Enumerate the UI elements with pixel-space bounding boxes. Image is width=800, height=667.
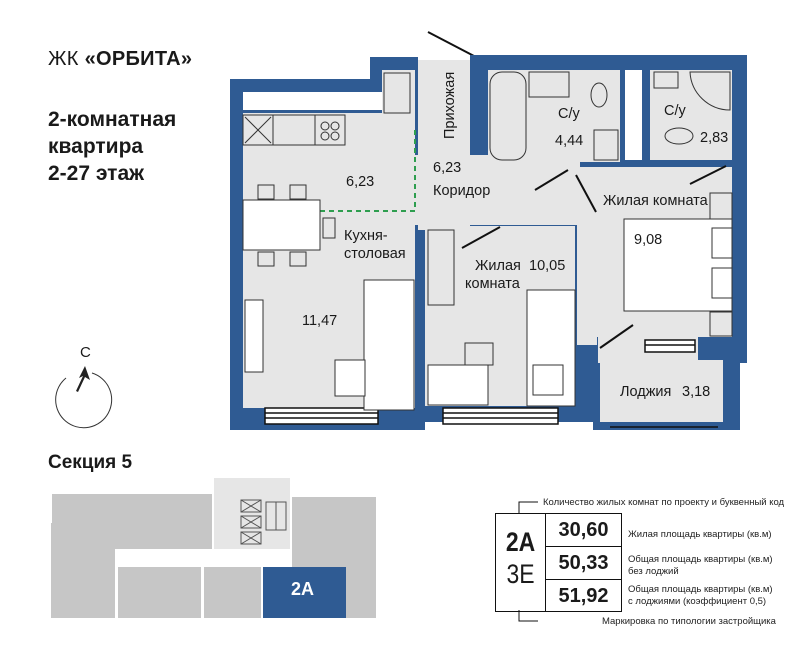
loggia-floor [600,360,723,422]
legend-note-code: Количество жилых комнат по проекту и бук… [543,497,785,508]
developer-code: 3Е [506,559,535,589]
room-label-loggia: Лоджия [620,384,672,400]
room-area-living: 10,05 [529,258,566,274]
legend-box: 2А 3Е 30,60 50,33 51,92 [495,513,622,612]
legend-note-total-2: без лоджий [628,566,679,577]
legend-note-loggia-2: с лоджиями (коэффициент 0,5) [628,596,767,607]
room-label-kitchen-1: Кухня- [344,228,388,244]
apartment-heading: 2-комнатная квартира 2-27 этаж [48,106,176,187]
bedroom-passage [577,225,597,345]
section-apartment-label: 2А [291,579,315,599]
room-area-corridor: 6,23 [433,160,462,176]
room-label-bedroom: Жилая комната [603,193,708,209]
room-label-kitchen-2: столовая [344,246,406,262]
complex-name: «ОРБИТА» [84,48,193,70]
apartment-type: 2-комнатная [48,108,177,131]
legend-note-total-1: Общая площадь квартиры (кв.м) [628,554,773,565]
elevator-icon [240,499,287,545]
furniture [242,71,733,411]
doors [461,165,727,349]
kitchen-zone-area: 6,23 [346,174,375,190]
entrance-door-icon [427,31,475,57]
room-label-bathroom: С/у [558,106,580,122]
room-area-kitchen: 11,47 [302,313,338,329]
windows [264,339,718,428]
kitchen-zone-line [320,130,416,212]
floor-range: 2-27 этаж [48,162,145,185]
shaft [625,70,642,160]
compass-north-label: С [80,344,91,361]
rooms-code: 2А [505,527,536,557]
legend-note-loggia-1: Общая площадь квартиры (кв.м) [628,584,773,595]
legend-note-living: Жилая площадь квартиры (кв.м) [628,529,772,540]
room-area-toilet: 2,83 [700,130,729,146]
room-label-living-1: Жилая [475,258,521,274]
room-area-loggia: 3,18 [682,384,711,400]
total-area-value: 50,33 [546,547,621,580]
room-area-bathroom: 4,44 [555,133,584,149]
section-title: Секция 5 [48,452,133,473]
room-label-living-2: комната [465,276,520,292]
toilet-floor [650,70,732,160]
room-area-bedroom: 9,08 [634,232,663,248]
legend-code: 2А 3Е [496,514,546,611]
legend-note-marking: Маркировка по типологии застройщика [602,616,776,627]
room-label-toilet: С/у [664,103,686,119]
corridor-floor [415,155,580,225]
room-label-corridor: Коридор [433,183,491,199]
bathroom-floor [488,70,620,162]
complex-title: ЖК «ОРБИТА» [48,48,192,71]
apartment-word: квартира [48,135,144,158]
complex-prefix: ЖК [48,48,79,70]
highlighted-apartment [263,567,346,618]
living-area-value: 30,60 [546,514,621,547]
total-with-loggia-value: 51,92 [558,585,609,607]
